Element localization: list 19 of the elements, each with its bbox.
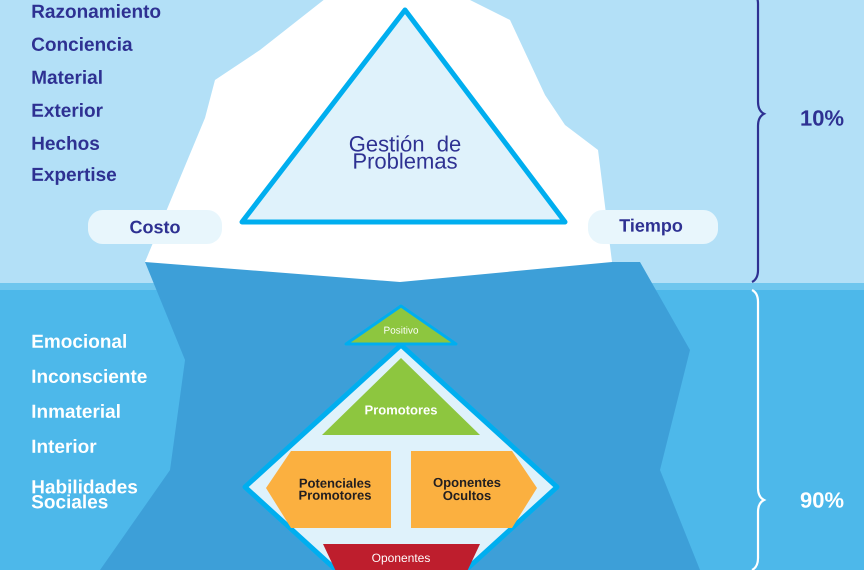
list-item: Razonamiento bbox=[32, 4, 160, 18]
list-item: Emocional bbox=[32, 334, 126, 348]
list-item: Inmaterial bbox=[32, 404, 120, 418]
list-item: Hechos bbox=[32, 136, 100, 150]
list-item: Conciencia bbox=[32, 37, 133, 51]
triangle: Gestión de Problemas bbox=[240, 8, 568, 224]
list-item: Interior bbox=[32, 439, 96, 453]
percentage-label: 10% bbox=[801, 110, 844, 126]
list-item: Inconsciente bbox=[32, 369, 147, 383]
list-item: Exterior bbox=[32, 103, 103, 117]
triangle: Promotores bbox=[322, 358, 480, 435]
triangle: Positivo bbox=[344, 304, 458, 346]
trapezoid: Oponentes bbox=[323, 544, 480, 570]
label-pill: Tiempo bbox=[588, 210, 718, 244]
label-pill: Costo bbox=[88, 210, 222, 244]
percentage-label: 90% bbox=[800, 492, 844, 508]
list-item: Habilidades Sociales bbox=[32, 480, 138, 508]
list-item: Expertise bbox=[32, 167, 116, 185]
list-item: Material bbox=[32, 70, 102, 84]
